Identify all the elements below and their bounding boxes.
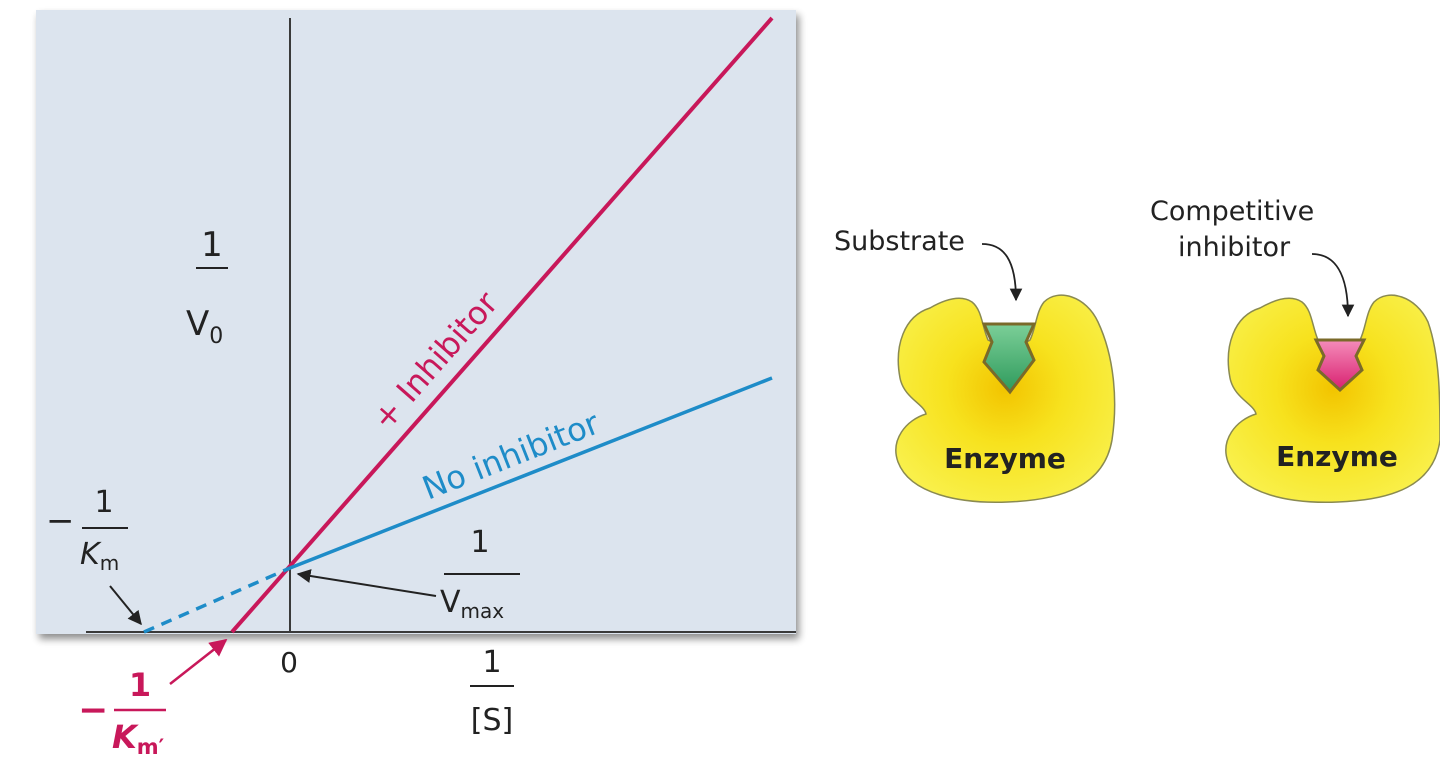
lineweaver-burk-plot: 1 V0 + Inhibitor No inhibitor − 1 Km − 1… bbox=[36, 10, 796, 759]
substrate-callout-arrow bbox=[981, 243, 1023, 302]
neg-inv-km-sign: − bbox=[46, 501, 75, 541]
plot-panel bbox=[36, 10, 796, 634]
y-axis-label-numerator: 1 bbox=[201, 225, 223, 265]
line-inhibitor bbox=[230, 16, 774, 634]
substrate-callout: Substrate bbox=[834, 226, 965, 257]
inv-vmax-label: 1 Vmax bbox=[440, 525, 520, 623]
enzyme-with-substrate: Enzyme Substrate bbox=[834, 226, 1116, 503]
neg-inv-km-prime-arrow bbox=[169, 638, 228, 685]
y-axis-label: 1 V0 bbox=[186, 225, 228, 349]
neg-inv-km-label: − 1 Km bbox=[46, 485, 128, 575]
inhibitor-callout-line1: Competitive bbox=[1150, 196, 1314, 227]
enzyme-with-inhibitor: Enzyme Competitive inhibitor bbox=[1150, 196, 1440, 503]
neg-inv-km-prime-denominator: Km′ bbox=[112, 718, 165, 759]
substrate-shape bbox=[981, 322, 1037, 395]
line-no-inhibitor bbox=[289, 376, 773, 570]
neg-inv-km-prime-sign: − bbox=[78, 690, 108, 731]
neg-inv-km-prime-numerator: 1 bbox=[129, 666, 151, 704]
inhibitor-shape bbox=[1313, 338, 1367, 393]
inhibitor-callout-line2: inhibitor bbox=[1178, 232, 1291, 263]
neg-inv-km-prime-label: − 1 Km′ bbox=[78, 666, 166, 759]
x-axis-label-numerator: 1 bbox=[482, 645, 501, 680]
neg-inv-km-arrow bbox=[109, 585, 142, 626]
inv-vmax-denominator: Vmax bbox=[440, 585, 504, 623]
inv-vmax-numerator: 1 bbox=[470, 525, 489, 560]
enzyme-body-left bbox=[895, 294, 1116, 503]
neg-inv-km-numerator: 1 bbox=[94, 485, 113, 520]
origin-label: 0 bbox=[280, 646, 298, 679]
neg-inv-km-denominator: Km bbox=[80, 537, 119, 575]
x-axis-label-denominator: [S] bbox=[471, 703, 513, 738]
y-axis-label-denominator: V0 bbox=[186, 304, 223, 349]
inhibitor-callout-arrow bbox=[1311, 253, 1355, 318]
inv-vmax-arrow bbox=[296, 569, 437, 597]
enzyme-label-left: Enzyme bbox=[944, 442, 1066, 475]
line-no-inhibitor-dashed bbox=[143, 566, 291, 634]
enzyme-label-right: Enzyme bbox=[1276, 440, 1398, 473]
x-axis-label: 1 [S] bbox=[470, 645, 514, 738]
